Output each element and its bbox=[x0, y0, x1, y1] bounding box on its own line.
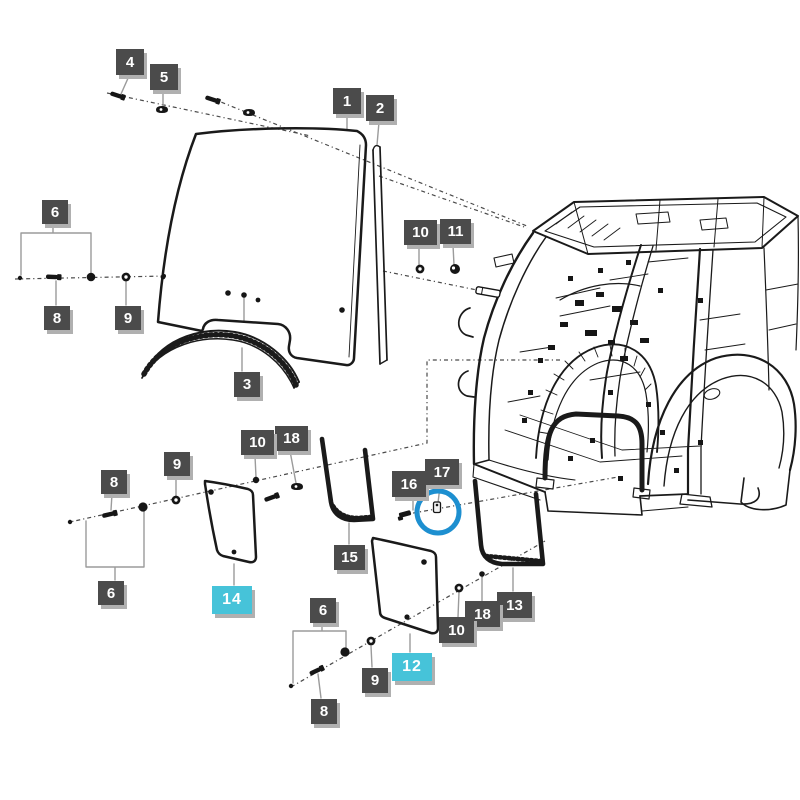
part-callout-13[interactable]: 13 bbox=[497, 592, 532, 618]
highlight-circle-annotation bbox=[414, 488, 462, 536]
part-callout-10[interactable]: 10 bbox=[439, 617, 474, 643]
grommet-icon bbox=[415, 264, 425, 274]
part-callout-12-highlighted[interactable]: 12 bbox=[392, 653, 432, 681]
arch-seal bbox=[141, 329, 300, 389]
part-callout-10[interactable]: 10 bbox=[404, 220, 437, 245]
part-callout-5[interactable]: 5 bbox=[150, 64, 178, 90]
part-callout-9[interactable]: 9 bbox=[362, 668, 388, 693]
grommet-icon bbox=[366, 636, 376, 646]
screw-icon bbox=[102, 509, 118, 518]
fastener-icons bbox=[17, 91, 485, 689]
glass-mounting-dots bbox=[160, 274, 345, 313]
part-callout-8[interactable]: 8 bbox=[101, 470, 127, 494]
part-callout-11[interactable]: 11 bbox=[440, 219, 471, 244]
part-callout-3[interactable]: 3 bbox=[234, 372, 260, 397]
part-callout-6[interactable]: 6 bbox=[98, 581, 124, 605]
part-callout-17[interactable]: 17 bbox=[425, 459, 459, 485]
part-callout-8[interactable]: 8 bbox=[311, 699, 337, 724]
clip-icon bbox=[243, 109, 255, 116]
clip-icon bbox=[291, 483, 303, 490]
part-callout-14-highlighted[interactable]: 14 bbox=[212, 586, 252, 614]
clip-icon bbox=[156, 106, 168, 113]
fastener-dots bbox=[17, 272, 485, 689]
screw-icon bbox=[205, 95, 221, 105]
windshield-seal-strip bbox=[372, 144, 388, 365]
part-callout-16[interactable]: 16 bbox=[392, 471, 426, 497]
part-callout-6[interactable]: 6 bbox=[42, 200, 68, 224]
screw-icon bbox=[309, 664, 325, 676]
part-callout-18[interactable]: 18 bbox=[275, 426, 308, 451]
grommet-icon bbox=[454, 583, 464, 593]
quarter-glass-panel bbox=[203, 479, 258, 564]
clip-icon-16 bbox=[397, 510, 412, 521]
part-callout-6[interactable]: 6 bbox=[310, 598, 336, 623]
part-callout-9[interactable]: 9 bbox=[164, 452, 190, 476]
plug-icon bbox=[450, 264, 460, 274]
rear-glass-panel bbox=[370, 536, 440, 635]
part-callout-2[interactable]: 2 bbox=[366, 95, 394, 121]
part-callout-4[interactable]: 4 bbox=[116, 49, 144, 75]
part-callout-15[interactable]: 15 bbox=[334, 545, 365, 570]
u-channel-seal-13 bbox=[472, 478, 546, 567]
grommet-icon bbox=[171, 495, 181, 505]
cab-latch-bracket bbox=[475, 286, 501, 298]
grommet-icon bbox=[121, 272, 131, 282]
screw-icon bbox=[45, 274, 62, 281]
part-callout-9[interactable]: 9 bbox=[115, 306, 141, 330]
windshield-glass bbox=[156, 127, 368, 367]
part-callout-8[interactable]: 8 bbox=[44, 306, 70, 330]
leader-lines bbox=[20, 75, 514, 699]
u-channel-seal-15 bbox=[319, 436, 376, 523]
cab-frame bbox=[457, 196, 799, 516]
part-callout-10[interactable]: 10 bbox=[241, 430, 274, 455]
bushing-icon-17 bbox=[432, 501, 442, 514]
screw-icon bbox=[264, 492, 280, 502]
screw-icon bbox=[110, 91, 126, 101]
part-callout-1[interactable]: 1 bbox=[333, 88, 361, 114]
